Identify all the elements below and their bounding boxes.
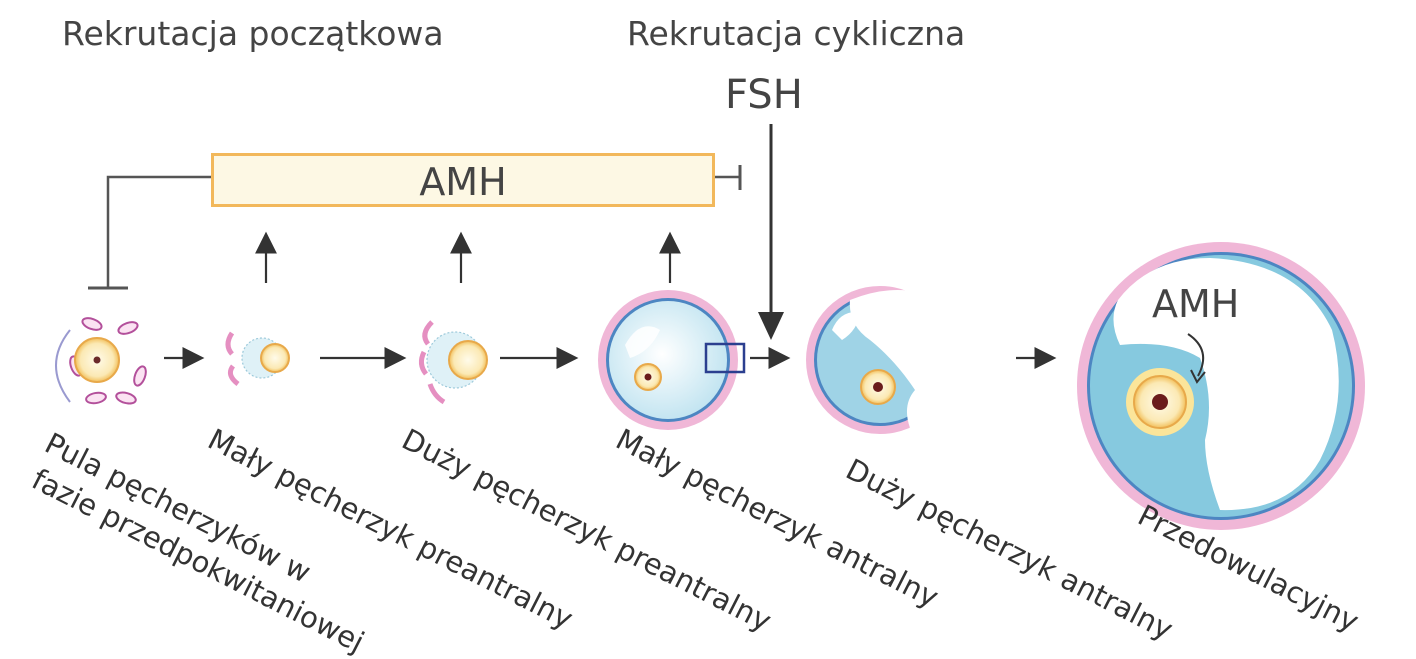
fsh-label: FSH (725, 72, 803, 118)
primordial-follicle-pool (55, 317, 147, 405)
follicle-diagram (55, 124, 1365, 530)
amh-preovulatory-label: AMH (1152, 282, 1240, 326)
preovulatory-follicle (1077, 242, 1365, 530)
zoom-box (704, 342, 746, 374)
fsh-arrow (758, 124, 784, 340)
amh-bar-label: AMH (419, 160, 507, 204)
large-preantral-follicle (418, 320, 488, 405)
heading-initial-recruitment: Rekrutacja początkowa (62, 14, 444, 53)
amh-bar: AMH (211, 153, 715, 207)
amh-production-arrows (255, 231, 681, 283)
small-antral-follicle (598, 290, 746, 430)
amh-inhibition-line (88, 175, 211, 290)
small-preantral-follicle (225, 331, 290, 386)
amh-fsh-inhibition (712, 165, 742, 190)
heading-cyclic-recruitment: Rekrutacja cykliczna (627, 14, 966, 53)
large-antral-follicle (806, 286, 966, 434)
